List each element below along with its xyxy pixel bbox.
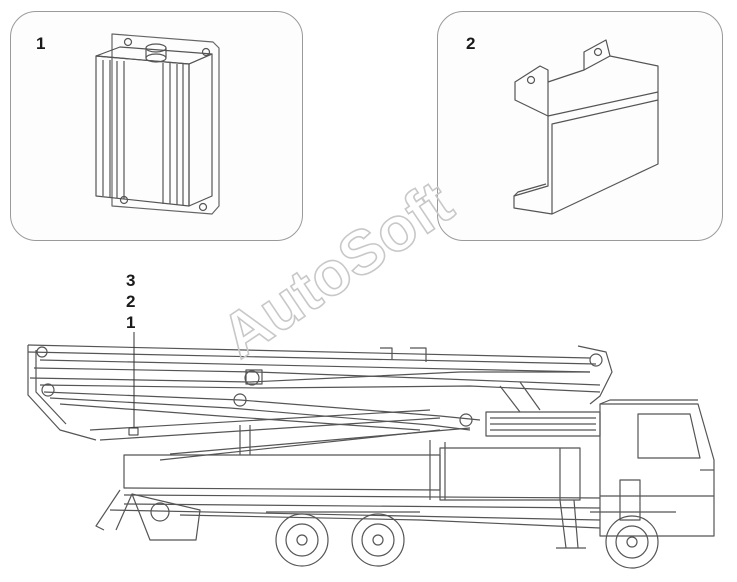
callout-2: 2 bbox=[126, 292, 136, 311]
control-unit-illustration bbox=[95, 33, 220, 215]
panel-1-label: 1 bbox=[36, 34, 46, 53]
truck-chassis bbox=[95, 425, 601, 549]
bracket-illustration bbox=[513, 39, 659, 215]
truck-cab bbox=[599, 399, 715, 537]
callout-3: 3 bbox=[126, 271, 136, 290]
watermark: AutoSoft bbox=[208, 167, 465, 372]
callout-1: 1 bbox=[126, 313, 136, 332]
control-unit-marker bbox=[128, 427, 139, 436]
svg-text:AutoSoft: AutoSoft bbox=[209, 168, 465, 372]
detail-panel-2 bbox=[437, 11, 723, 241]
truck-wheels bbox=[266, 511, 676, 569]
panel-2-label: 2 bbox=[466, 34, 476, 53]
